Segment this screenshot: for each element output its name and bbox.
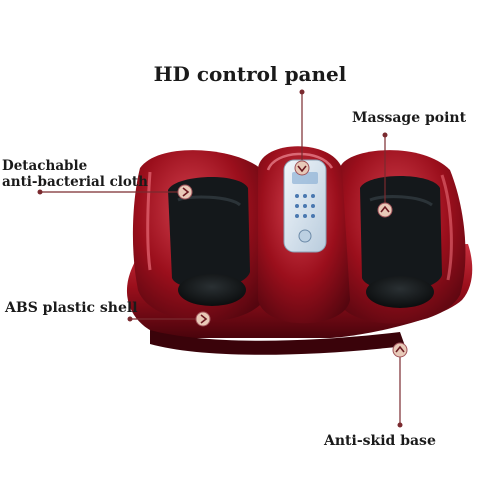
title-hd-control-panel: HD control panel [153, 62, 347, 86]
left-foot-well [178, 274, 246, 306]
label-anti-skid-base: Anti-skid base [324, 433, 436, 449]
label-detachable-line1: Detachable [2, 158, 88, 174]
arrow-badge-icon [195, 311, 211, 327]
arrow-badge-icon [294, 160, 310, 176]
label-detachable-line2: anti-bacterial cloth [2, 174, 148, 191]
label-abs-plastic-shell: ABS plastic shell [5, 300, 138, 316]
label-massage-point: Massage point [352, 110, 467, 126]
right-foot-well [366, 276, 434, 308]
label-detachable-cloth: Detachable anti-bacterial cloth [2, 158, 148, 190]
control-panel [283, 159, 327, 253]
arrow-badge-icon [177, 184, 193, 200]
arrow-badge-icon [392, 342, 408, 358]
leader-lines [40, 92, 401, 425]
leader-dot-icon [37, 89, 403, 428]
arrow-badge-icon [377, 202, 393, 218]
